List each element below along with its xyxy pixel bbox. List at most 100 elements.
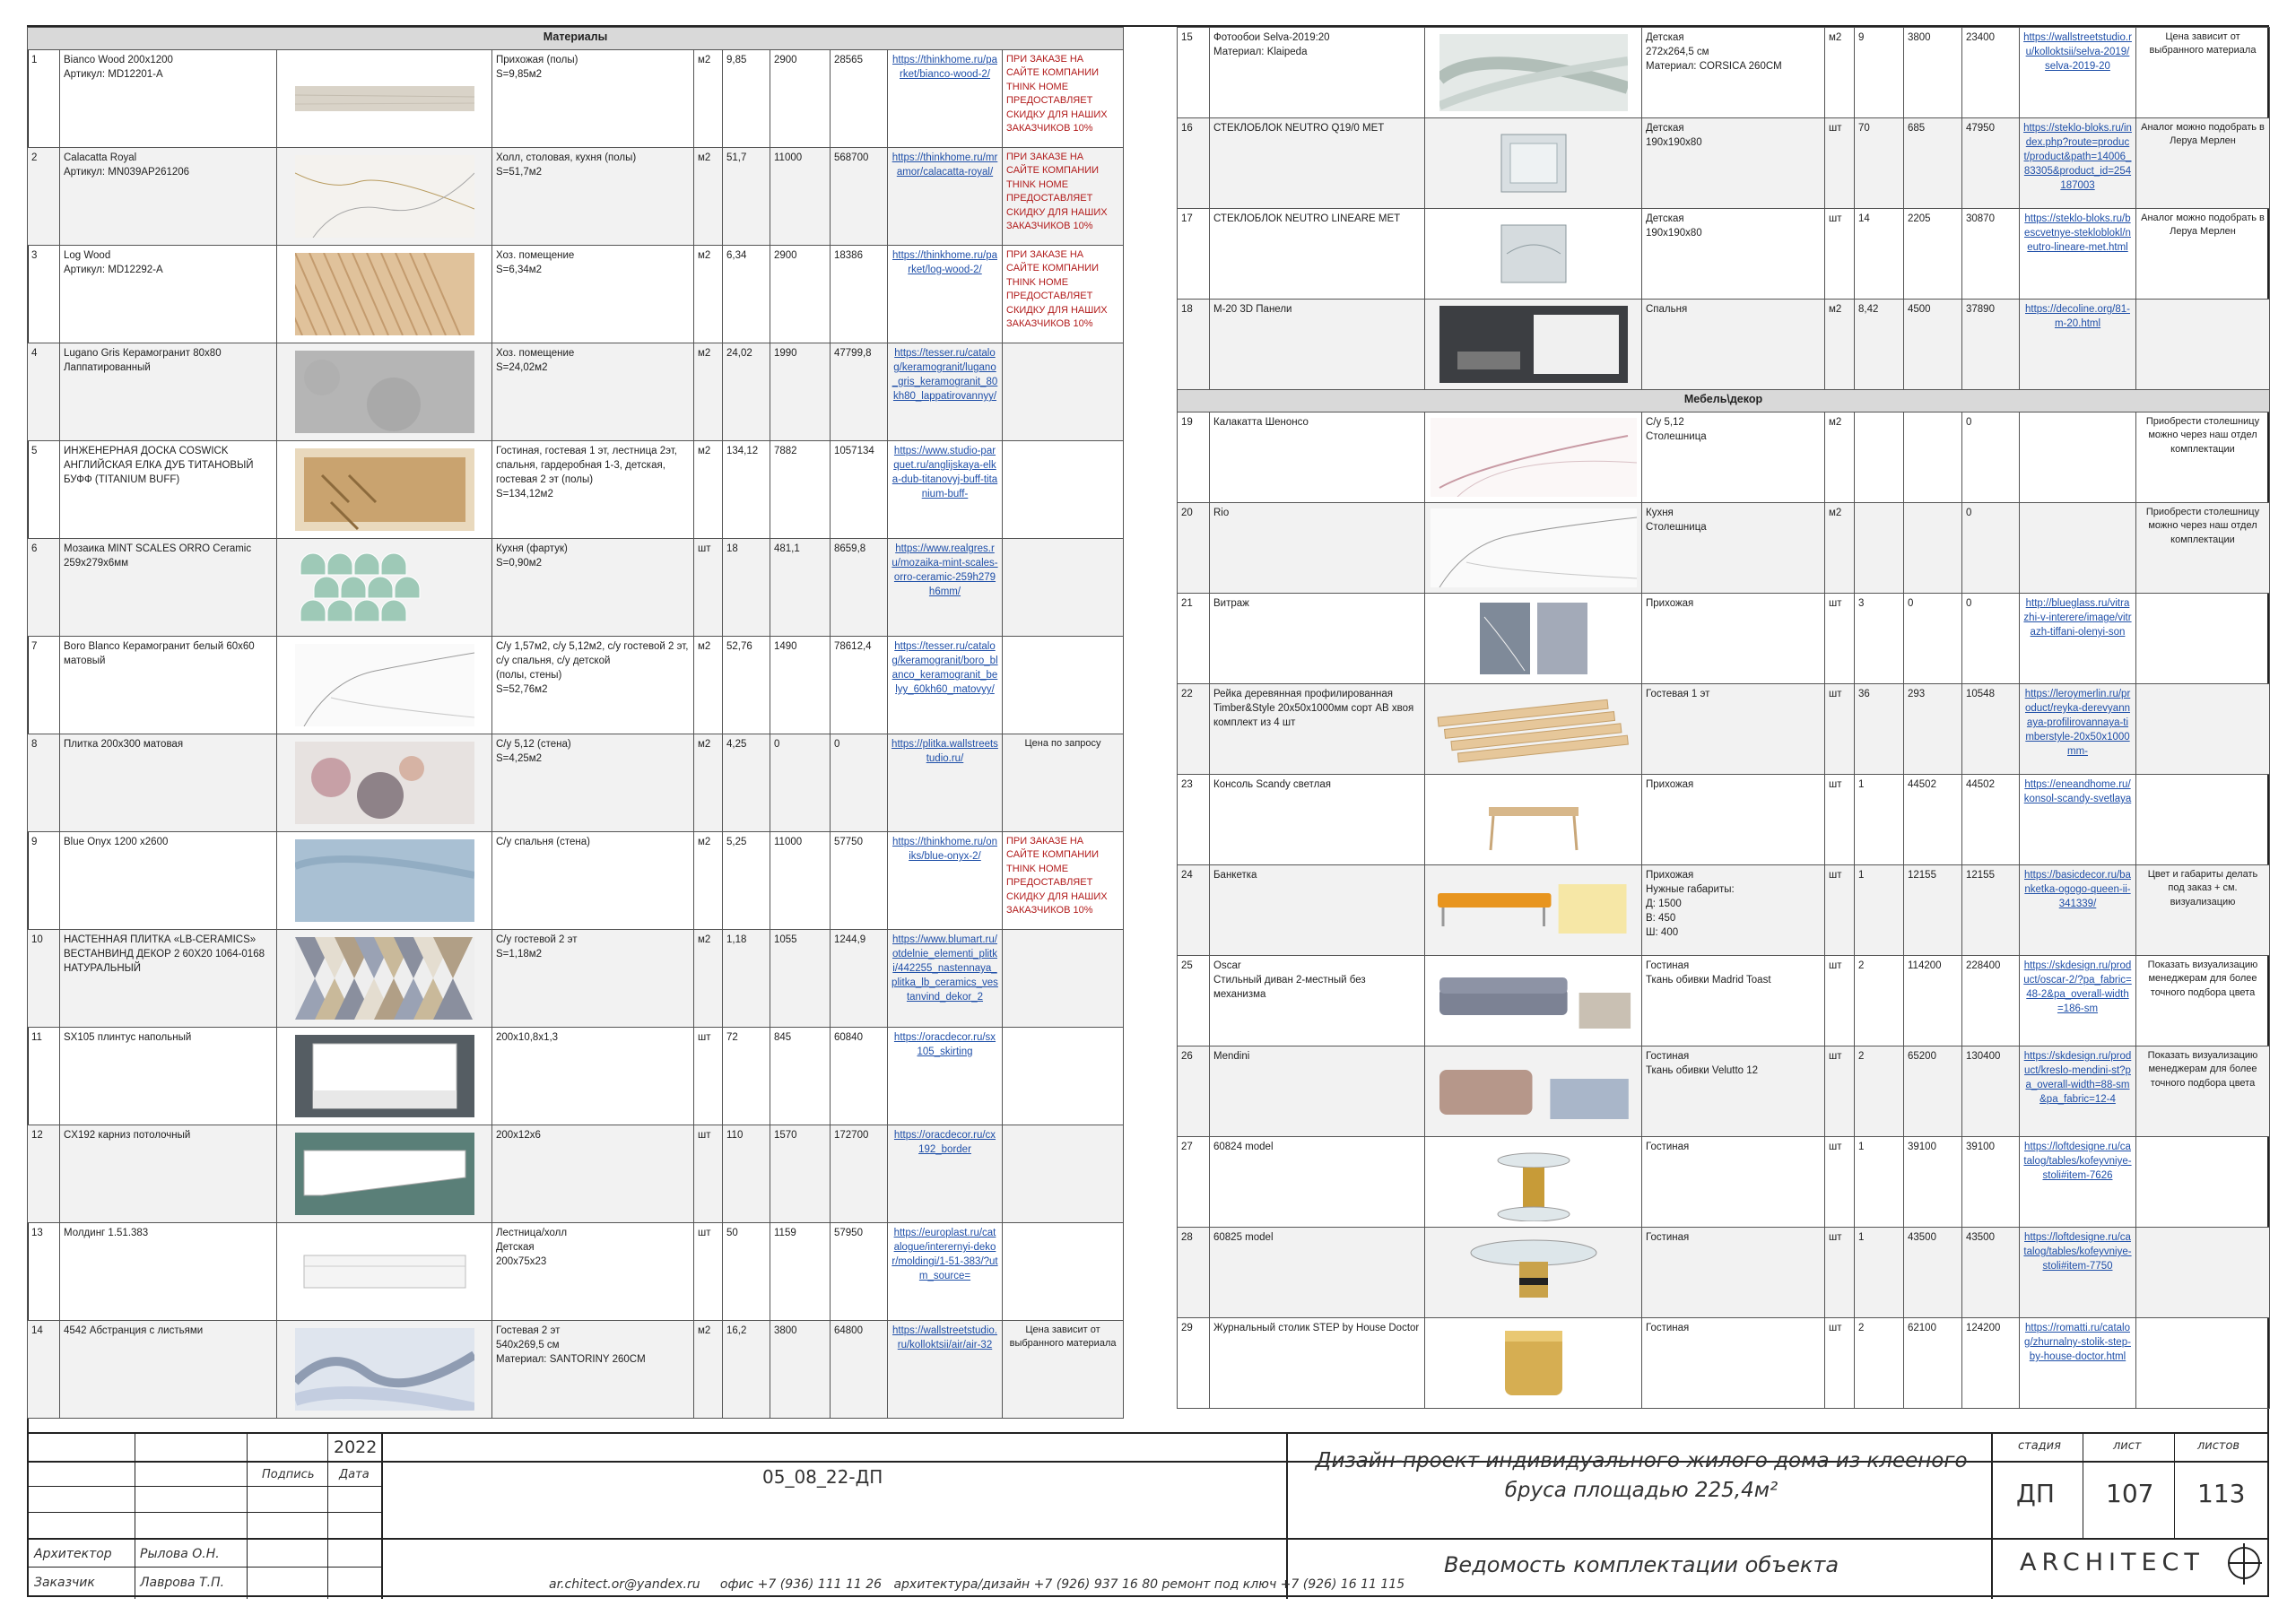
product-link[interactable]: https://www.studio-parquet.ru/anglijskay… [887, 440, 1003, 539]
sum: 57750 [830, 831, 888, 930]
row-note: ПРИ ЗАКАЗЕ НА САЙТЕ КОМПАНИИ THINK HOME … [1001, 147, 1125, 246]
product-link[interactable]: https://loftdesigne.ru/catalog/tables/ko… [2019, 1227, 2136, 1318]
product-link[interactable]: https://steklo-bloks.ru/index.php?route=… [2019, 117, 2136, 209]
item-name: Фотообои Selva-2019:20 Материал: Klaiped… [1209, 27, 1425, 118]
row-note [2135, 299, 2270, 390]
architect-name: Рылова О.Н. [140, 1547, 220, 1561]
price: 1990 [770, 343, 831, 441]
unit: шт [1824, 955, 1855, 1046]
price: 481,1 [770, 538, 831, 637]
product-image [1424, 774, 1642, 865]
product-link[interactable]: https://leroymerlin.ru/product/reyka-der… [2019, 683, 2136, 775]
product-link[interactable]: https://loftdesigne.ru/catalog/tables/ko… [2019, 1136, 2136, 1228]
product-link[interactable]: http://blueglass.ru/vitrazhi-v-interere/… [2019, 593, 2136, 684]
row-number: 7 [27, 636, 60, 734]
product-link[interactable]: https://steklo-bloks.ru/bescvetnye-stekl… [2019, 208, 2136, 300]
sum: 1057134 [830, 440, 888, 539]
quantity: 134,12 [722, 440, 770, 539]
unit: м2 [1824, 412, 1855, 503]
product-link[interactable]: https://thinkhome.ru/parket/bianco-wood-… [887, 49, 1003, 148]
quantity: 2 [1854, 1317, 1904, 1409]
product-link[interactable]: https://thinkhome.ru/oniks/blue-onyx-2/ [887, 831, 1003, 930]
product-link[interactable]: https://europlast.ru/catalogue/intererny… [887, 1222, 1003, 1321]
product-link[interactable]: https://romatti.ru/catalog/zhurnalny-sto… [2019, 1317, 2136, 1409]
room-location: Детская 190х190х80 [1641, 208, 1825, 300]
room-location: Гостевая 2 эт 540х269,5 см Материал: SAN… [491, 1320, 694, 1419]
product-image [276, 1125, 492, 1223]
row-number: 13 [27, 1222, 60, 1321]
row-note: Приобрести столешницу можно через наш от… [2135, 412, 2270, 503]
quantity: 1,18 [722, 929, 770, 1028]
quantity: 51,7 [722, 147, 770, 246]
quantity: 8,42 [1854, 299, 1904, 390]
room-location: Гостиная [1641, 1317, 1825, 1409]
sum: 30870 [1961, 208, 2020, 300]
product-link[interactable]: https://tesser.ru/catalog/keramogranit/b… [887, 636, 1003, 734]
document-code: 05_08_22-ДП [762, 1466, 883, 1488]
sum: 0 [1961, 412, 2020, 503]
product-link[interactable]: https://wallstreetstudio.ru/kolloktsii/a… [887, 1320, 1003, 1419]
room-location: Детская 190х190х80 [1641, 117, 1825, 209]
sum: 10548 [1961, 683, 2020, 775]
room-location: Детская 272х264,5 см Материал: CORSICA 2… [1641, 27, 1825, 118]
product-link[interactable]: https://www.realgres.ru/mozaika-mint-sca… [887, 538, 1003, 637]
product-link[interactable]: https://skdesign.ru/product/oscar-2/?pa_… [2019, 955, 2136, 1046]
room-location: Кухня (фартук) S=0,90м2 [491, 538, 694, 637]
row-note: ПРИ ЗАКАЗЕ НА САЙТЕ КОМПАНИИ THINK HOME … [1001, 831, 1125, 930]
stage-value: ДП [2016, 1479, 2055, 1508]
price: 2205 [1903, 208, 1962, 300]
quantity [1854, 412, 1904, 503]
room-location: Прихожая [1641, 774, 1825, 865]
unit: шт [693, 1125, 723, 1223]
price: 293 [1903, 683, 1962, 775]
unit: шт [693, 538, 723, 637]
product-image [1424, 299, 1642, 390]
item-name: СТЕКЛОБЛОК NEUTRO Q19/0 MET [1209, 117, 1425, 209]
product-link[interactable] [2019, 502, 2136, 594]
product-link[interactable]: https://thinkhome.ru/parket/log-wood-2/ [887, 245, 1003, 343]
unit: м2 [1824, 502, 1855, 594]
row-note [1001, 1125, 1125, 1223]
product-link[interactable]: https://oracdecor.ru/cx192_border [887, 1125, 1003, 1223]
product-link[interactable]: https://plitka.wallstreetstudio.ru/ [887, 734, 1003, 832]
sum: 8659,8 [830, 538, 888, 637]
room-location: Гостиная, гостевая 1 эт, лестница 2эт, с… [491, 440, 694, 539]
price: 845 [770, 1027, 831, 1125]
product-link[interactable]: https://thinkhome.ru/mramor/calacatta-ro… [887, 147, 1003, 246]
quantity: 2 [1854, 1046, 1904, 1137]
product-link[interactable]: https://tesser.ru/catalog/keramogranit/l… [887, 343, 1003, 441]
product-image [276, 1027, 492, 1125]
product-link[interactable]: https://decoline.org/81-m-20.html [2019, 299, 2136, 390]
room-location: Хоз. помещение S=24,02м2 [491, 343, 694, 441]
price: 1159 [770, 1222, 831, 1321]
product-link[interactable] [2019, 412, 2136, 503]
row-number: 27 [1177, 1136, 1210, 1228]
unit: шт [693, 1222, 723, 1321]
room-location: С/у спальня (стена) [491, 831, 694, 930]
row-note [2135, 1227, 2270, 1318]
row-note: Цена зависит от выбранного материала [2135, 27, 2270, 118]
price: 1570 [770, 1125, 831, 1223]
row-number: 24 [1177, 864, 1210, 956]
product-image [276, 831, 492, 930]
sum: 78612,4 [830, 636, 888, 734]
product-link[interactable]: https://skdesign.ru/product/kreslo-mendi… [2019, 1046, 2136, 1137]
product-link[interactable]: https://wallstreetstudio.ru/kolloktsii/s… [2019, 27, 2136, 118]
product-link[interactable]: https://oracdecor.ru/sx105_skirting [887, 1027, 1003, 1125]
room-location: Прихожая [1641, 593, 1825, 684]
quantity: 36 [1854, 683, 1904, 775]
quantity: 52,76 [722, 636, 770, 734]
row-number: 15 [1177, 27, 1210, 118]
product-image [276, 636, 492, 734]
product-link[interactable]: https://www.blumart.ru/otdelnie_elementi… [887, 929, 1003, 1028]
product-link[interactable]: https://basicdecor.ru/banketka-ogogo-que… [2019, 864, 2136, 956]
product-image [276, 245, 492, 343]
row-number: 4 [27, 343, 60, 441]
product-link[interactable]: https://eneandhome.ru/konsol-scandy-svet… [2019, 774, 2136, 865]
